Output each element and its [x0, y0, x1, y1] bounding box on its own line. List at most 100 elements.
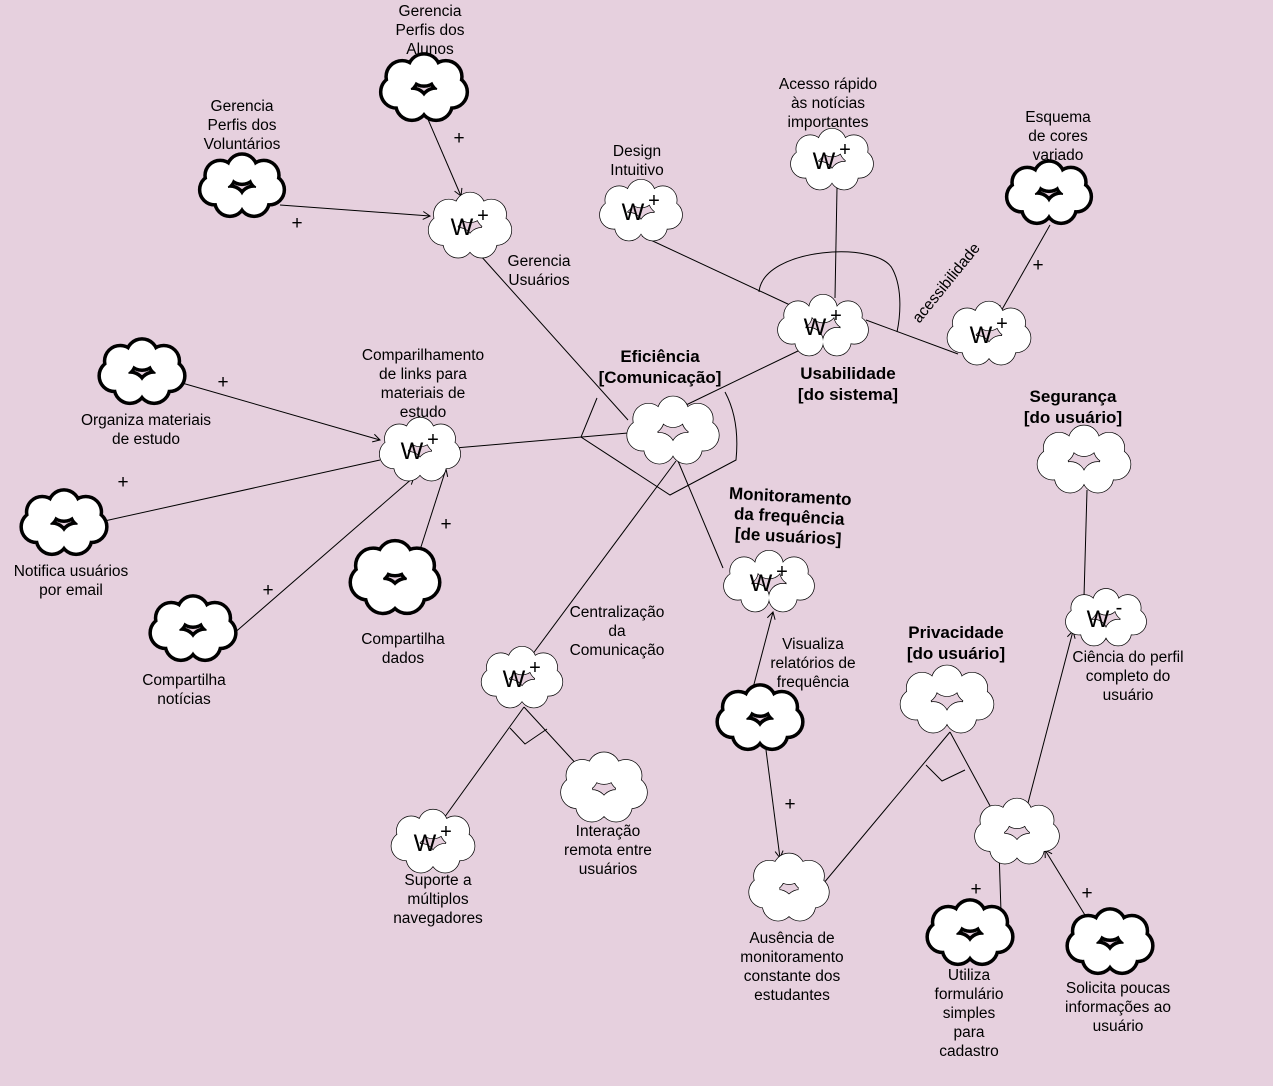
edge-alunos-to-gerencia	[426, 116, 463, 197]
operationalization-compartilha-dados-fill	[351, 542, 439, 612]
softgoal-ciencia-w[interactable]: W-	[1065, 588, 1147, 647]
softgoal-interacao[interactable]	[560, 751, 648, 823]
labels: Eficiência[Comunicação] Usabilidade[do si…	[14, 3, 1184, 1060]
edge-gerencia-to-eficiencia	[479, 254, 629, 421]
softgoal-gerencia-usuarios-w-w-letter: W	[451, 214, 474, 241]
operationalization-esquema-fill	[1008, 162, 1090, 222]
softgoal-gerencia-usuarios-w-fill	[428, 192, 512, 258]
edge-organiza-to-links	[181, 382, 381, 443]
softgoal-design-w-w-letter: W	[622, 199, 645, 226]
softgoal-gerencia-usuarios-w[interactable]: W+	[427, 191, 513, 259]
connections	[99, 116, 1089, 921]
title-seguranca: Segurança[do usuário]	[1024, 387, 1122, 427]
operationalization-visualiza-fill	[718, 686, 802, 748]
softgoal-usabilidade-w[interactable]: W+	[777, 294, 869, 357]
softgoal-suporte-w[interactable]: W+	[390, 808, 476, 874]
softgoal-acesso-w-w-letter: W	[813, 148, 836, 175]
operationalization-compartilha-noticias-fill	[151, 597, 235, 659]
softgoal-centralizacao-w-fill	[481, 646, 563, 708]
edge-centralizacao-to-suporte	[443, 706, 525, 819]
edge-visualiza-to-monitoramento	[752, 611, 776, 689]
operationalization-esquema[interactable]	[1004, 159, 1094, 226]
operationalization-utiliza-fill	[928, 901, 1012, 963]
operationalization-gerencia-alunos[interactable]	[378, 52, 470, 123]
plus-mark-alunos: +	[453, 128, 464, 149]
edge-eficiencia-to-usabilidade	[685, 349, 801, 406]
softgoal-centralizacao-w[interactable]: W+	[480, 646, 564, 709]
operationalization-utiliza[interactable]	[925, 898, 1015, 967]
plus-mark-noticias: +	[262, 580, 273, 601]
plus-mark-solicita: +	[1081, 883, 1092, 904]
title-privacidade: Privacidade[do usuário]	[907, 623, 1005, 663]
plus-mark-utiliza: +	[970, 879, 981, 900]
softgoal-links-w[interactable]: W+	[379, 416, 461, 482]
softgoal-seguranca-central[interactable]	[974, 797, 1060, 865]
decomposition-eficiencia	[580, 391, 738, 496]
decomposition-privacidade	[925, 764, 966, 782]
cloud-nodes: W+W+W+W+W+W+W+W+W+W-	[19, 52, 1155, 976]
softgoal-usabilidade-w-fill	[777, 294, 869, 356]
edge-solicita-to-central	[1044, 849, 1089, 921]
operationalization-gerencia-voluntarios[interactable]	[197, 152, 287, 219]
operationalization-organiza-fill	[100, 340, 184, 402]
edge-notifica-to-links	[99, 459, 381, 523]
softgoal-acesso-w-fill	[790, 128, 874, 190]
softgoal-usabilidade-w-w-sign: +	[830, 305, 842, 327]
operationalization-visualiza[interactable]	[715, 683, 805, 752]
softgoal-seguranca[interactable]	[1036, 424, 1132, 494]
operationalization-solicita[interactable]	[1065, 907, 1155, 976]
title-eficiencia: Eficiência[Comunicação]	[599, 347, 722, 387]
edge-esquema-to-esquemaw	[999, 224, 1051, 314]
edge-eficiencia-to-centralizacao	[531, 460, 677, 656]
edge-dados-to-links	[419, 468, 449, 551]
operationalization-organiza[interactable]	[97, 337, 187, 406]
softgoal-links-w-fill	[379, 417, 461, 481]
softgoal-links-w-w-sign: +	[427, 429, 439, 451]
softgoal-seguranca-central-fill	[974, 798, 1060, 864]
softgoal-ausencia-fill	[749, 853, 829, 921]
softgoal-design-w-w-sign: +	[648, 190, 660, 212]
edge-central-to-ciencia	[1027, 630, 1076, 804]
softgoal-eficiencia[interactable]	[626, 395, 720, 465]
softgoal-privacidade[interactable]	[899, 664, 995, 734]
softgoal-ciencia-w-w-letter: W	[1087, 606, 1110, 633]
softgoal-design-w[interactable]: W+	[599, 179, 683, 242]
softgoal-ausencia[interactable]	[748, 852, 830, 922]
edge-noticias-to-links	[231, 476, 415, 636]
operationalization-gerencia-alunos-fill	[382, 55, 466, 119]
operationalization-notifica-fill	[22, 491, 106, 553]
softgoal-esquema-w-w-sign: +	[996, 313, 1008, 335]
edge-centralizacao-to-interacao	[523, 706, 581, 769]
softgoal-suporte-w-fill	[391, 809, 475, 873]
operationalization-compartilha-noticias[interactable]	[148, 594, 238, 663]
operationalization-compartilha-dados[interactable]	[348, 538, 442, 616]
edge-usabilidade-to-esquemaw	[865, 319, 959, 355]
title-usabilidade: Usabilidade[do sistema]	[798, 364, 898, 404]
softgoal-esquema-w-fill	[947, 301, 1031, 365]
softgoal-acesso-w-w-sign: +	[839, 139, 851, 161]
title-monitoramento: Monitoramentoda frequência[de usuários]	[726, 484, 852, 549]
plus-mark-dados: +	[440, 514, 451, 535]
operationalization-notifica[interactable]	[19, 488, 109, 557]
softgoal-privacidade-fill	[900, 665, 994, 733]
softgoal-esquema-w[interactable]: W+	[946, 300, 1032, 366]
softgoal-acesso-w[interactable]: W+	[790, 128, 874, 191]
operationalization-solicita-fill	[1068, 910, 1152, 972]
softgoal-monitoramento-w[interactable]: W+	[723, 550, 815, 613]
softgoal-ciencia-w-fill	[1065, 588, 1147, 646]
